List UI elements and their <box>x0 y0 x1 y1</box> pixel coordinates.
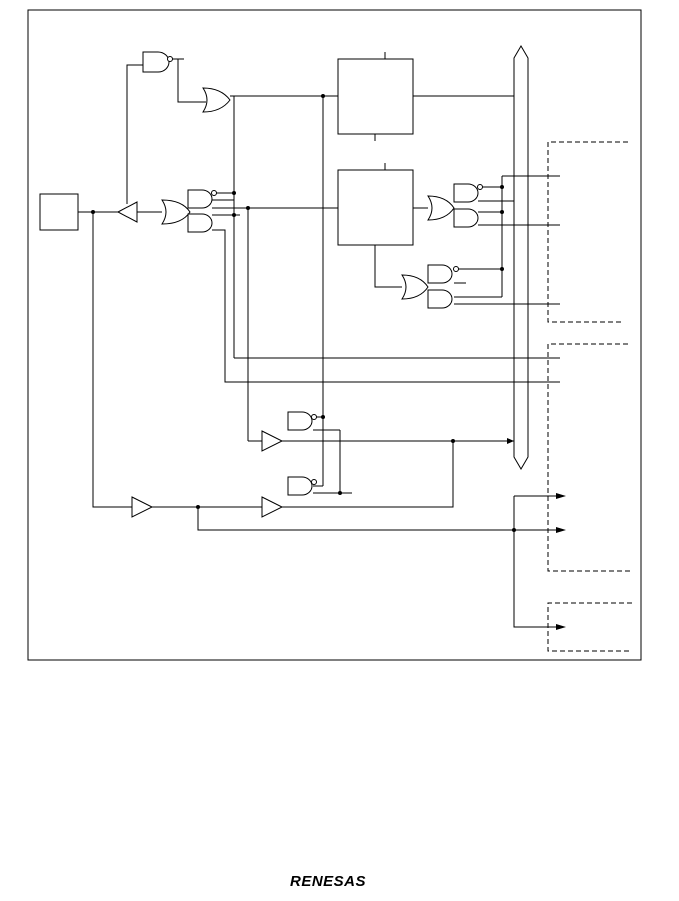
and-gate-pair-left <box>187 189 217 233</box>
register-block-upper <box>337 52 414 141</box>
pin-box <box>39 193 79 231</box>
or-gate-left <box>161 199 191 225</box>
renesas-logo: RENESAS <box>290 873 366 890</box>
register-block-lower <box>337 163 414 246</box>
module-box-1 <box>547 141 628 323</box>
internal-data-bus <box>513 45 529 470</box>
junction-dots <box>91 94 516 532</box>
arrowheads <box>507 438 566 630</box>
nand-gate-lower-1 <box>287 411 317 431</box>
wiring <box>78 58 560 628</box>
module-box-2 <box>547 343 632 572</box>
gate-cluster-right-1 <box>427 183 483 228</box>
logo-text: RENESAS <box>290 873 366 890</box>
output-buffer-upper <box>261 430 284 452</box>
nand-gate-top <box>142 51 173 73</box>
output-buffer-lower <box>261 496 284 518</box>
gate-cluster-right-2 <box>401 264 459 309</box>
nand-gate-lower-2 <box>287 476 317 496</box>
input-buffer-bottom <box>131 496 154 518</box>
input-buffer-left <box>116 201 138 223</box>
diagram-frame <box>27 9 642 661</box>
or-gate-upper <box>202 87 231 113</box>
